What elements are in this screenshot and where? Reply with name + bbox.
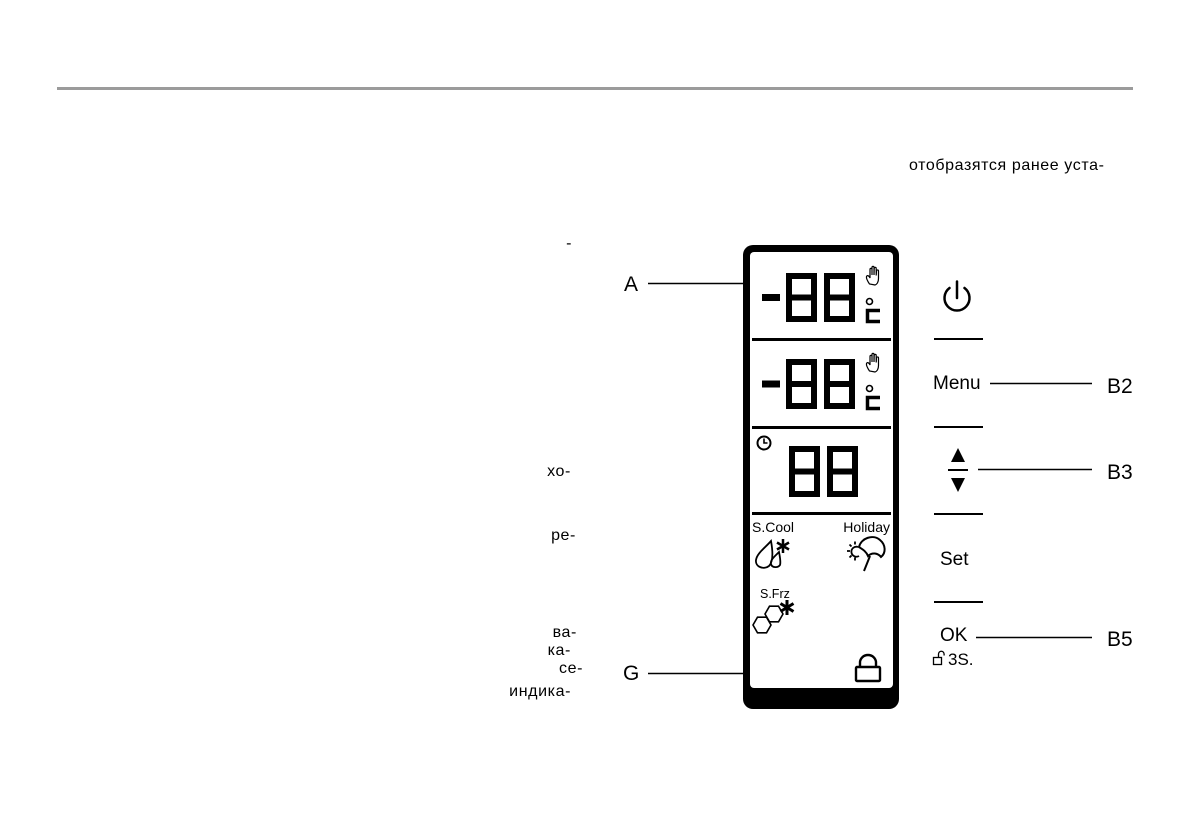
segment-e	[827, 468, 833, 497]
segment-d	[824, 403, 855, 409]
segment-c	[811, 294, 817, 322]
segment-a	[786, 273, 817, 279]
segment-c	[814, 468, 820, 497]
segment-a	[824, 273, 855, 279]
segment-b	[849, 273, 855, 301]
zone-1-temperature-display	[762, 273, 855, 322]
display-minus-sign	[762, 294, 780, 301]
ok-button-label: OK	[940, 625, 968, 646]
text-fragment: индика-	[509, 683, 571, 700]
continued-text: отобразятся ранее уста-	[909, 157, 1105, 174]
segment-c	[852, 468, 858, 497]
zone-2-indicators	[865, 352, 880, 411]
display-digit	[827, 446, 858, 497]
segment-d	[786, 403, 817, 409]
panel-screen	[750, 252, 893, 688]
segment-f	[786, 359, 792, 387]
segment-e	[824, 381, 830, 409]
left-text-fragments: - хо- ре- ва- ка- се- индика-	[509, 235, 583, 700]
down-arrow-icon	[951, 478, 965, 492]
segment-g	[824, 381, 855, 387]
segment-g	[789, 468, 820, 475]
segment-d	[824, 316, 855, 322]
segment-f	[824, 273, 830, 301]
display-digit	[824, 273, 855, 322]
mode-indicator-icon	[865, 384, 880, 411]
lock-icon	[854, 653, 882, 683]
segment-a	[827, 446, 858, 452]
display-digit	[786, 273, 817, 322]
s-frz-label: S.Frz	[760, 587, 790, 601]
button-column: Menu B2 B3 Set OK B5 3S.	[932, 280, 1133, 669]
segment-e	[824, 294, 830, 322]
text-fragment: ре-	[551, 527, 576, 544]
segment-g	[762, 294, 780, 301]
segment-b	[814, 446, 820, 475]
segment-g	[827, 468, 858, 475]
super-cool-icon	[755, 538, 790, 569]
display-digit	[824, 359, 855, 409]
segment-c	[849, 294, 855, 322]
set-button-label: Set	[940, 549, 969, 570]
hand-icon	[865, 265, 880, 286]
segment-b	[849, 359, 855, 387]
holiday-label: Holiday	[843, 519, 890, 535]
display-digit	[789, 446, 820, 497]
menu-button-label: Menu	[933, 373, 981, 394]
segment-d	[789, 491, 820, 497]
segment-a	[786, 359, 817, 365]
display-panel: S.Cool Holiday S.Frz	[743, 245, 899, 709]
segment-b	[852, 446, 858, 475]
segment-e	[786, 294, 792, 322]
text-fragment: се-	[559, 660, 583, 677]
display-minus-sign	[762, 380, 780, 388]
segment-c	[811, 381, 817, 409]
segment-g	[762, 380, 780, 388]
hand-icon	[865, 352, 880, 373]
super-freeze-icon	[752, 600, 795, 634]
text-fragment: -	[566, 235, 572, 252]
timer-display	[789, 446, 858, 497]
segment-b	[811, 273, 817, 301]
clock-icon	[756, 435, 772, 451]
callout-label-b3: B3	[1107, 461, 1133, 484]
segment-e	[786, 381, 792, 409]
callout-label-g: G	[623, 662, 639, 685]
segment-d	[786, 316, 817, 322]
segment-d	[827, 491, 858, 497]
text-fragment: ва-	[553, 624, 577, 641]
up-arrow-icon	[951, 448, 965, 462]
segment-f	[827, 446, 833, 475]
display-digit	[786, 359, 817, 409]
zone-1-indicators	[865, 265, 880, 324]
segment-a	[789, 446, 820, 452]
callout-label-b5: B5	[1107, 628, 1133, 651]
segment-b	[811, 359, 817, 387]
segment-e	[789, 468, 795, 497]
s-cool-label: S.Cool	[752, 519, 794, 535]
segment-f	[824, 359, 830, 387]
power-icon	[943, 280, 971, 312]
zone-2-temperature-display	[762, 359, 855, 409]
segment-f	[786, 273, 792, 301]
segment-g	[786, 294, 817, 301]
callout-label-a: A	[624, 273, 638, 296]
segment-g	[824, 294, 855, 301]
segment-c	[849, 381, 855, 409]
segment-f	[789, 446, 795, 475]
callout-label-b2: B2	[1107, 375, 1133, 398]
segment-g	[786, 381, 817, 387]
text-fragment: хо-	[547, 463, 571, 480]
ok-hold-duration: 3S.	[948, 650, 974, 669]
mode-indicator-icon	[865, 297, 880, 324]
holiday-icon	[847, 536, 886, 572]
segment-a	[824, 359, 855, 365]
text-fragment: ка-	[548, 642, 571, 659]
unlock-icon	[932, 650, 945, 666]
